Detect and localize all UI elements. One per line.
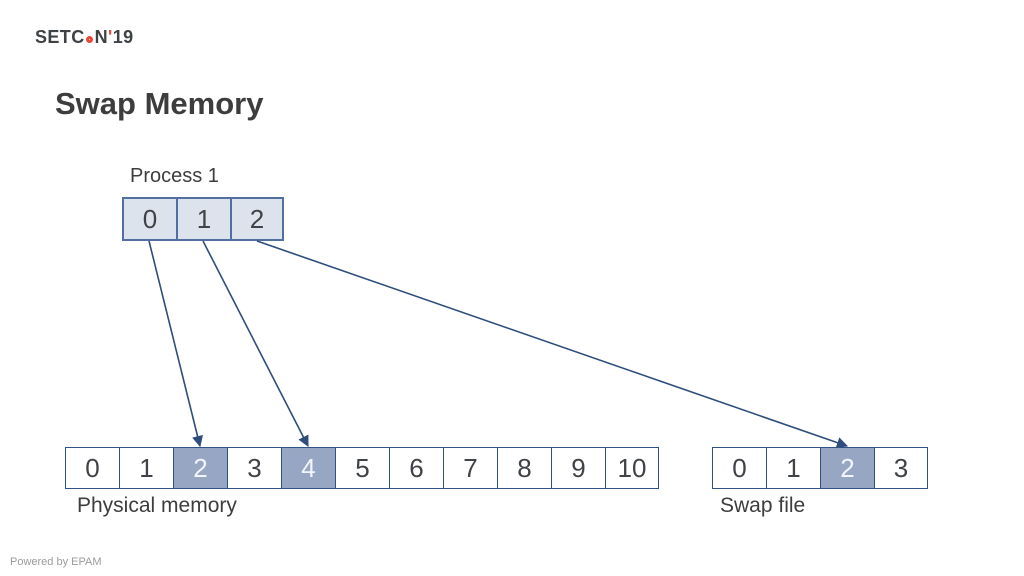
physical-memory-table-cell-2: 2 bbox=[173, 447, 227, 489]
physical-memory-table-cell-7: 7 bbox=[443, 447, 497, 489]
swap-file-table-cell-1: 1 bbox=[766, 447, 820, 489]
physical-memory-table-cell-1: 1 bbox=[119, 447, 173, 489]
physical-memory-table-cell-8: 8 bbox=[497, 447, 551, 489]
mapping-arrow-page-2 bbox=[256, 240, 849, 448]
physical-memory-table-cell-0: 0 bbox=[65, 447, 119, 489]
process-table-cell-0: 0 bbox=[122, 197, 176, 241]
swap-file-table-cell-2: 2 bbox=[820, 447, 874, 489]
mapping-arrow-page-1 bbox=[202, 240, 309, 447]
setcon-logo: SETC N'19 bbox=[35, 27, 134, 48]
powered-by-footer: Powered by EPAM bbox=[10, 556, 102, 568]
physical-memory-table-cell-4: 4 bbox=[281, 447, 335, 489]
physical-memory-table-cell-5: 5 bbox=[335, 447, 389, 489]
physical-memory-table-cell-10: 10 bbox=[605, 447, 659, 489]
process-label: Process 1 bbox=[130, 165, 219, 187]
logo-text-n: N bbox=[94, 27, 109, 47]
swap-file-table-cell-0: 0 bbox=[712, 447, 766, 489]
mapping-arrow-page-0 bbox=[148, 240, 204, 448]
physical-memory-table-cell-3: 3 bbox=[227, 447, 281, 489]
swap-file-table-cell-3: 3 bbox=[874, 447, 928, 489]
page-title: Swap Memory bbox=[55, 86, 264, 121]
process-table-cell-1: 1 bbox=[176, 197, 230, 241]
physical-memory-table-cell-9: 9 bbox=[551, 447, 605, 489]
physical-memory-table-cell-6: 6 bbox=[389, 447, 443, 489]
physical-memory-label: Physical memory bbox=[77, 494, 237, 517]
logo-apostrophe: ' bbox=[108, 27, 113, 47]
logo-o-icon bbox=[86, 36, 94, 43]
logo-year: 19 bbox=[112, 27, 134, 47]
process-table-cell-2: 2 bbox=[230, 197, 284, 241]
swap-file-label: Swap file bbox=[720, 494, 806, 517]
logo-text-prefix: SETC bbox=[35, 27, 85, 47]
